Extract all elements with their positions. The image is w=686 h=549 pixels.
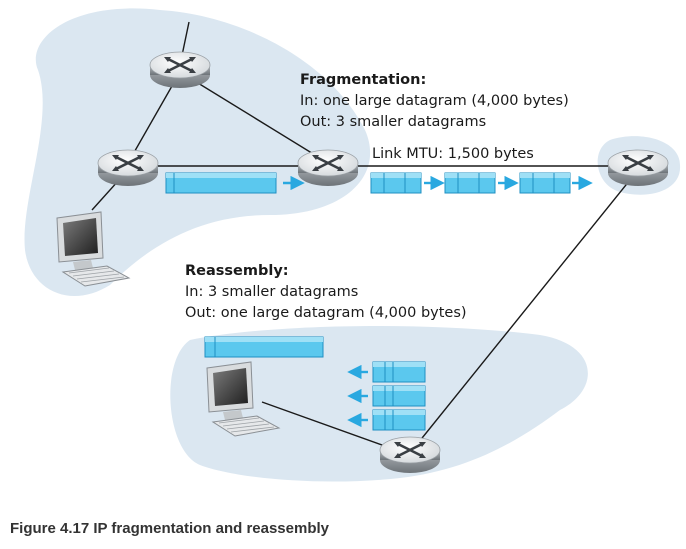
- figure-caption: Figure 4.17 IP fragmentation and reassem…: [10, 520, 329, 537]
- fragmentation-out: Out: 3 smaller datagrams: [300, 114, 486, 130]
- reassembly-in: In: 3 smaller datagrams: [185, 284, 358, 300]
- datagram-icon: [519, 172, 571, 194]
- reassembly-title: Reassembly:: [185, 263, 289, 279]
- link-mtu-label: Link MTU: 1,500 bytes: [372, 146, 534, 162]
- fragmentation-in: In: one large datagram (4,000 bytes): [300, 93, 569, 109]
- router-icon: [378, 435, 442, 475]
- fragmentation-title: Fragmentation:: [300, 72, 426, 88]
- datagram-icon: [372, 361, 426, 383]
- reassembly-out: Out: one large datagram (4,000 bytes): [185, 305, 467, 321]
- datagram-icon: [372, 385, 426, 407]
- router-icon: [148, 50, 212, 90]
- datagram-icon: [372, 409, 426, 431]
- datagram-icon: [165, 172, 277, 194]
- datagram-icon: [204, 336, 324, 358]
- router-icon: [296, 148, 360, 188]
- router-icon: [96, 148, 160, 188]
- datagram-icon: [444, 172, 496, 194]
- network-links: [91, 21, 639, 456]
- router-icon: [606, 148, 670, 188]
- source-network-cloud: [24, 8, 371, 297]
- datagram-icon: [370, 172, 422, 194]
